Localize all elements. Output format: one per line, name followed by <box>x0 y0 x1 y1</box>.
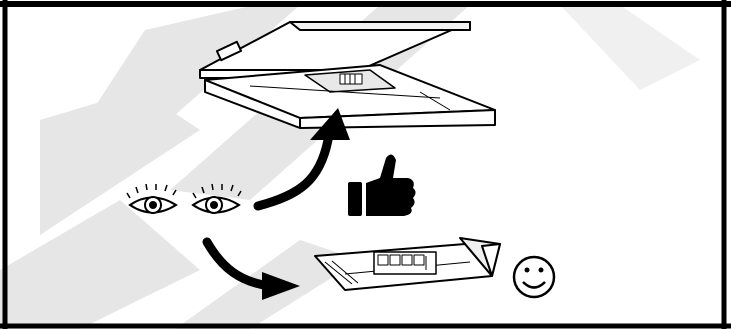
open-box-icon <box>199 21 496 129</box>
curved-arrow-down-icon <box>202 237 300 300</box>
left-eye-icon <box>126 183 178 214</box>
watermark-stripe-6 <box>560 5 700 90</box>
watermark-stripe-4 <box>0 200 200 329</box>
opened-package-sheet-icon <box>314 237 501 291</box>
right-eye-icon <box>191 183 242 214</box>
watermark-stripe-2 <box>40 90 200 235</box>
eyes-icon <box>126 183 242 214</box>
smiley-icon <box>512 255 556 299</box>
curved-arrow-up-icon <box>253 108 350 211</box>
thumbs-up-icon <box>348 154 416 216</box>
